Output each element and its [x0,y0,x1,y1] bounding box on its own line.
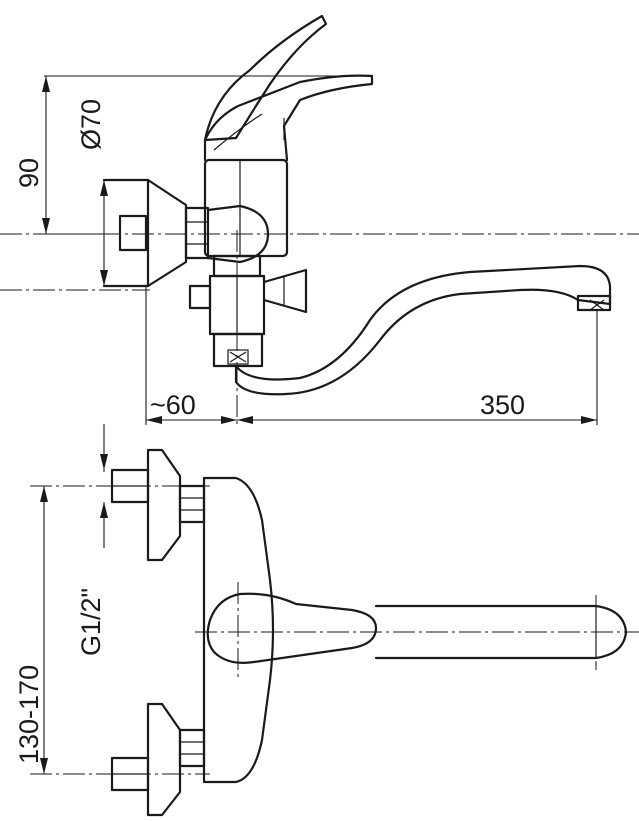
label-diameter-70: Ø70 [76,99,106,150]
top-upper-flange [110,448,206,562]
label-offset-60: ~60 [150,390,196,420]
side-wall-flange [102,178,188,288]
top-mixer-body [202,476,275,784]
side-diverter-block [188,254,308,336]
top-lever-handle [206,592,378,664]
label-spacing: 130-170 [14,665,44,764]
dim-diameter-70 [100,179,148,286]
side-spout-base [212,332,264,368]
label-thread: G1/2" [76,588,106,656]
label-height-90: 90 [14,158,44,188]
dim-spacing [40,486,48,774]
side-view: 90 Ø70 ~60 350 [0,14,639,425]
dim-horizontal [145,286,598,425]
dim-90 [42,75,372,235]
label-spout-350: 350 [480,390,525,420]
side-spout [234,264,612,396]
top-lower-flange [110,702,206,817]
dim-thread [100,424,108,548]
top-view: G1/2" 130-170 [14,424,639,817]
side-lever-handle [203,14,374,162]
